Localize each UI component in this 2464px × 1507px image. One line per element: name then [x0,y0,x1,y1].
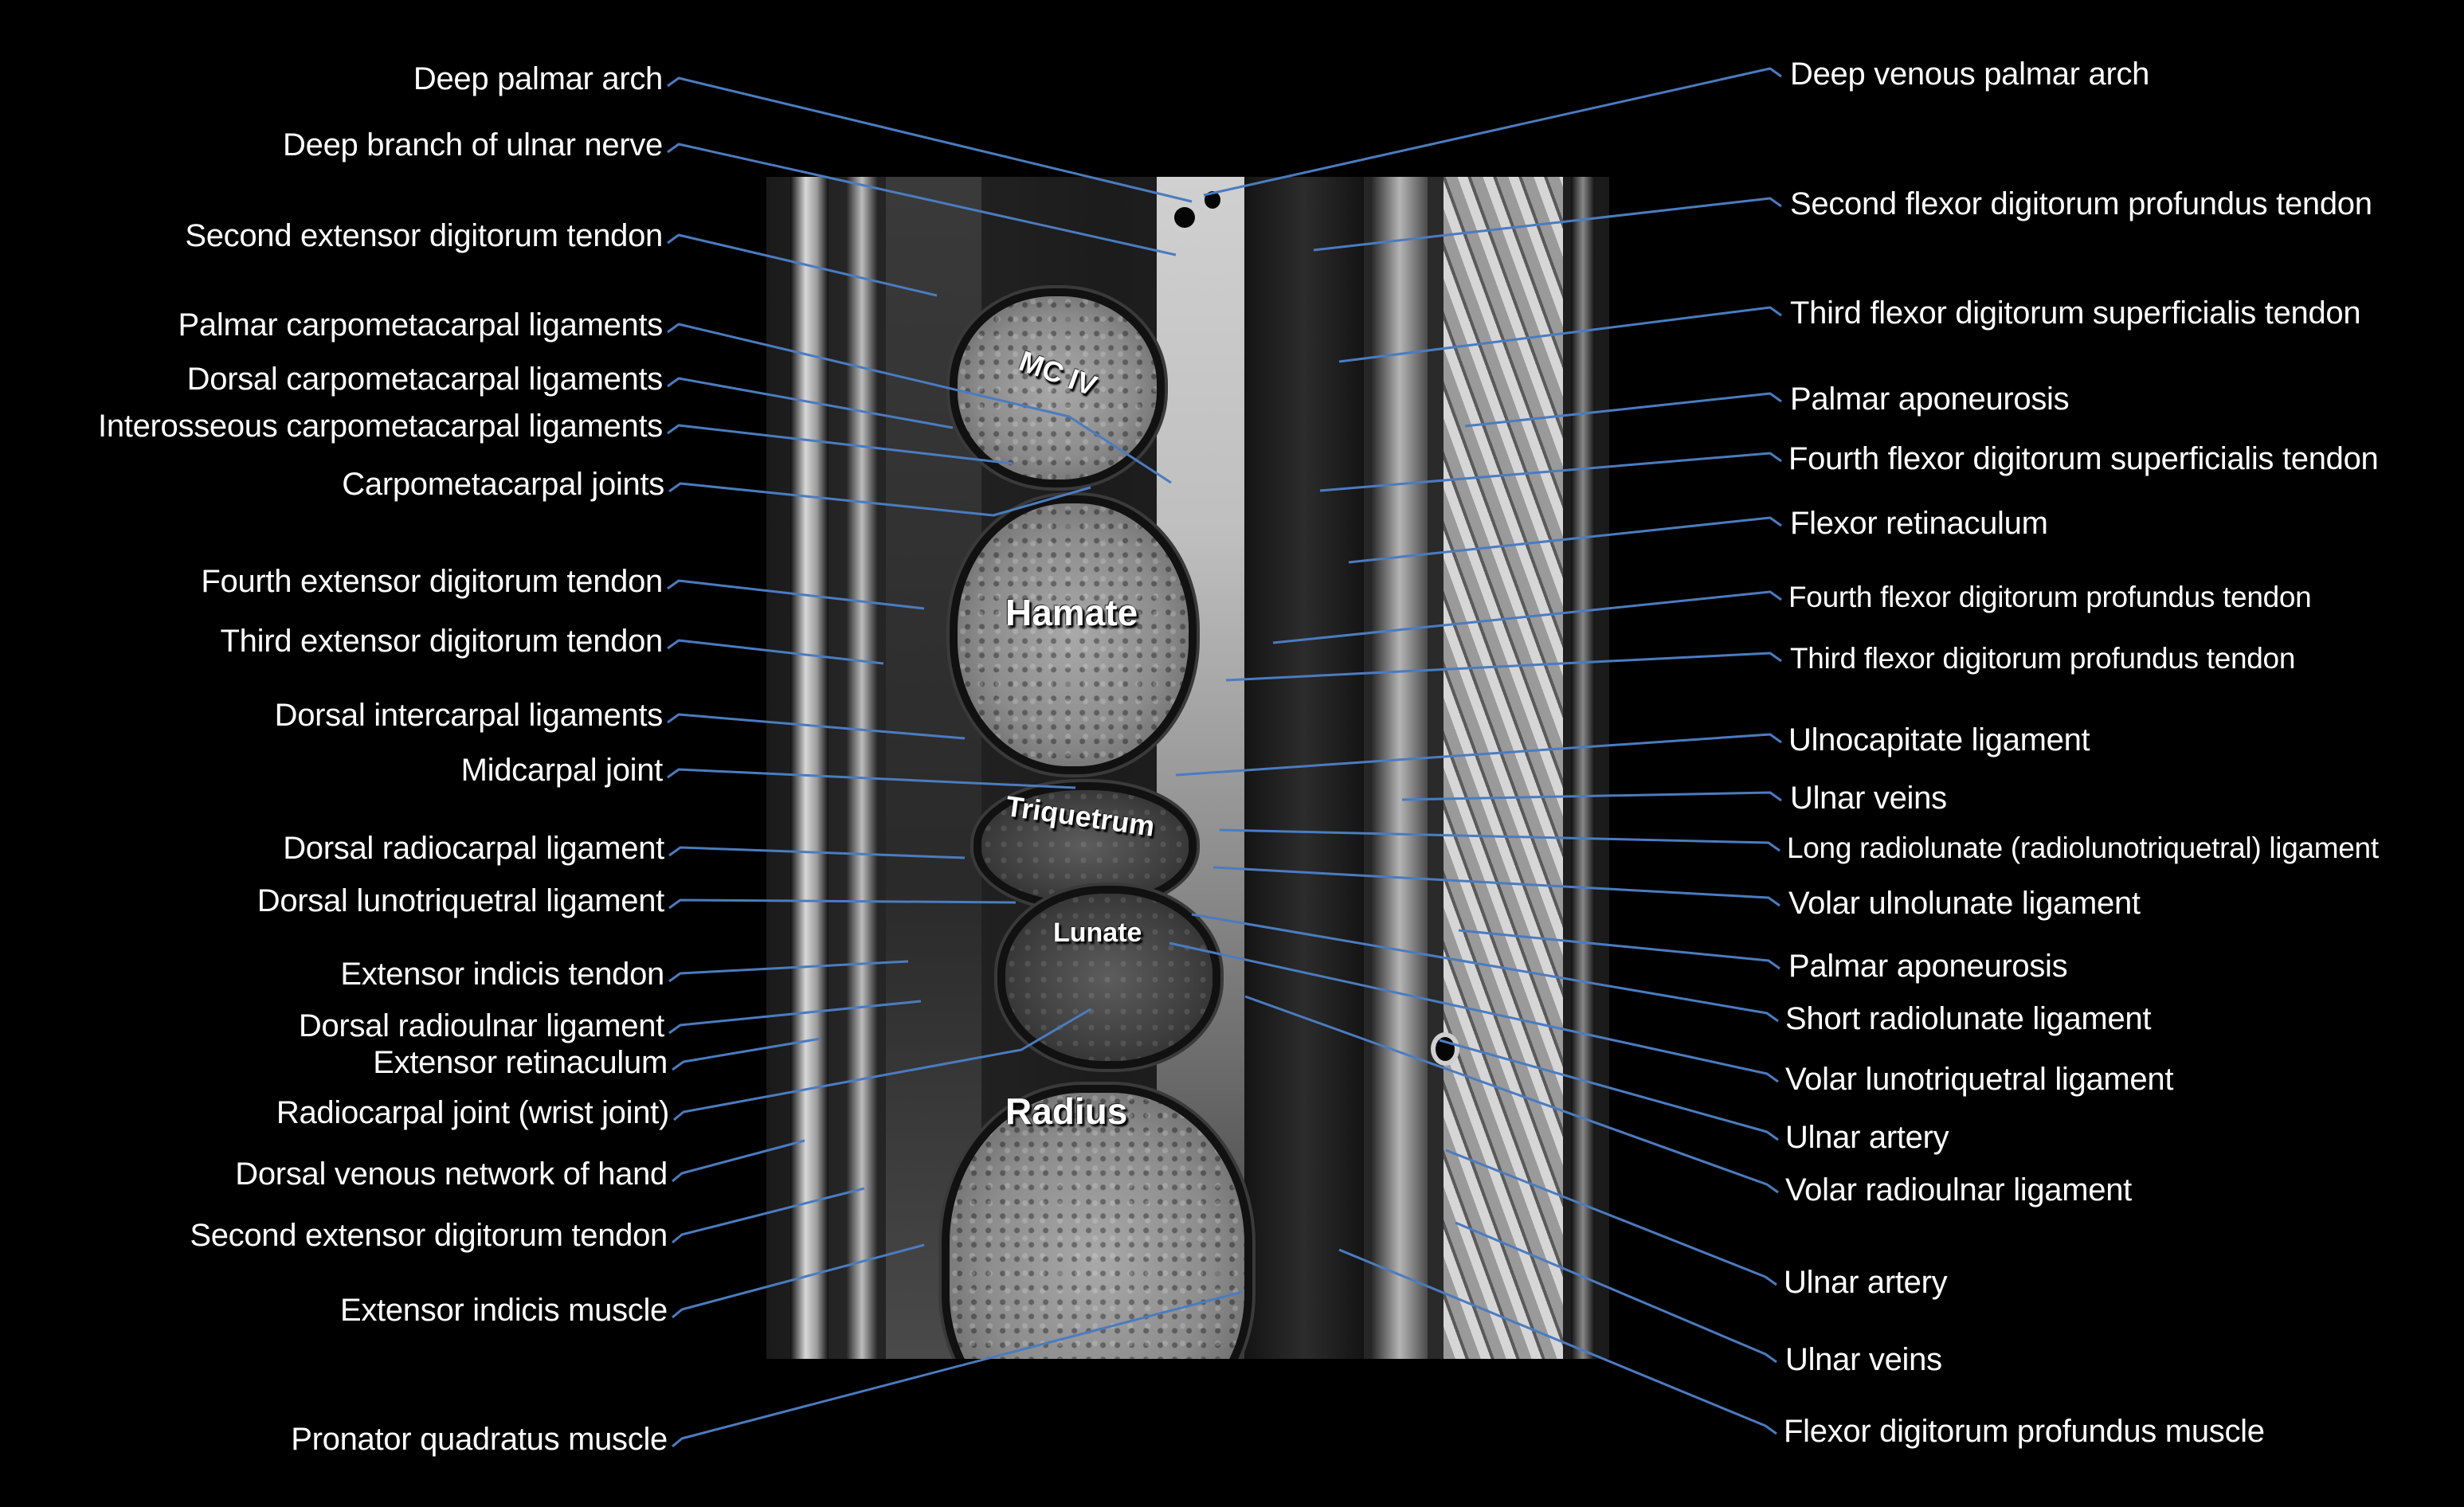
label-palmar-cmc-ligaments: Palmar carpometacarpal ligaments [178,307,664,342]
label-volar-radioulnar-ligament: Volar radioulnar ligament [1785,1172,2132,1208]
label-ulnocapitate-ligament: Ulnocapitate ligament [1788,722,2090,757]
label-palmar-aponeurosis-1: Palmar aponeurosis [1790,382,2070,417]
palmar-soft-tissue-strip [1372,177,1428,1359]
label-third-fds-tendon: Third flexor digitorum superficialis ten… [1790,296,2361,331]
label-ulnar-veins-2: Ulnar veins [1785,1342,1942,1377]
label-second-extensor-digitorum-tendon-2: Second extensor digitorum tendon [190,1218,668,1253]
label-midcarpal-joint: Midcarpal joint [460,753,664,788]
palmar-vein-vessel [1205,191,1220,209]
label-ulnar-artery-2: Ulnar artery [1784,1265,1948,1300]
bone-label-radius: Radius [1005,1090,1128,1132]
label-deep-branch-ulnar-nerve: Deep branch of ulnar nerve [283,127,663,162]
label-deep-palmar-arch: Deep palmar arch [413,61,663,96]
label-flexor-retinaculum: Flexor retinaculum [1790,506,2048,541]
label-interosseous-cmc-ligaments: Interosseous carpometacarpal ligaments [98,409,663,444]
bone-label-hamate: Hamate [1005,592,1138,633]
radius-bone [950,1093,1244,1359]
label-fourth-fdp-tendon: Fourth flexor digitorum profundus tendon [1788,581,2312,613]
label-ulnar-artery-1: Ulnar artery [1785,1120,1949,1155]
label-ulnar-veins-1: Ulnar veins [1790,781,1947,816]
carpal-tunnel-dark-band [1244,177,1364,1359]
label-volar-lunotriquetral-ligament: Volar lunotriquetral ligament [1785,1062,2174,1097]
hamate-bone [958,503,1189,766]
label-dorsal-cmc-ligaments: Dorsal carpometacarpal ligaments [186,362,664,397]
label-radiocarpal-joint: Radiocarpal joint (wrist joint) [276,1095,669,1130]
label-dorsal-intercarpal-ligaments: Dorsal intercarpal ligaments [274,698,664,733]
label-dorsal-venous-network: Dorsal venous network of hand [235,1157,668,1192]
label-long-radiolunate-ligament: Long radiolunate (radiolunotriquetral) l… [1787,832,2379,864]
label-dorsal-lunotriquetral-ligament: Dorsal lunotriquetral ligament [257,883,665,918]
label-dorsal-radiocarpal-ligament: Dorsal radiocarpal ligament [283,831,664,866]
bone-label-lunate: Lunate [1053,918,1142,948]
label-extensor-retinaculum: Extensor retinaculum [373,1045,668,1080]
palmar-skin-strip [1571,177,1595,1359]
label-pronator-quadratus: Pronator quadratus muscle [291,1422,668,1457]
dorsal-skin-strip [790,177,829,1359]
label-extensor-indicis-muscle: Extensor indicis muscle [339,1293,668,1328]
label-dorsal-radioulnar-ligament: Dorsal radioulnar ligament [298,1008,664,1043]
label-deep-venous-palmar-arch: Deep venous palmar arch [1790,57,2150,92]
triquetrum-bone [981,790,1189,902]
label-second-extensor-digitorum-tendon-1: Second extensor digitorum tendon [185,218,663,253]
label-second-fdp-tendon: Second flexor digitorum profundus tendon [1790,186,2372,221]
label-short-radiolunate-ligament: Short radiolunate ligament [1785,1001,2152,1036]
label-extensor-indicis-tendon: Extensor indicis tendon [340,957,664,992]
palmar-fat-strip [1444,177,1563,1359]
label-fourth-fds-tendon: Fourth flexor digitorum superficialis te… [1788,441,2379,476]
mri-image [766,177,1609,1359]
label-cmc-joints: Carpometacarpal joints [342,467,664,502]
label-fdp-muscle: Flexor digitorum profundus muscle [1784,1414,2265,1449]
label-third-extensor-digitorum-tendon: Third extensor digitorum tendon [220,624,664,659]
palmar-arch-vessel [1174,207,1195,228]
label-fourth-extensor-digitorum-tendon: Fourth extensor digitorum tendon [201,564,663,599]
ulnar-artery-vessel [1436,1037,1455,1061]
label-volar-ulnolunate-ligament: Volar ulnolunate ligament [1788,886,2141,921]
label-third-fdp-tendon: Third flexor digitorum profundus tendon [1790,642,2296,675]
dorsal-tendon-strip [846,177,878,1359]
label-palmar-aponeurosis-2: Palmar aponeurosis [1788,949,2068,984]
